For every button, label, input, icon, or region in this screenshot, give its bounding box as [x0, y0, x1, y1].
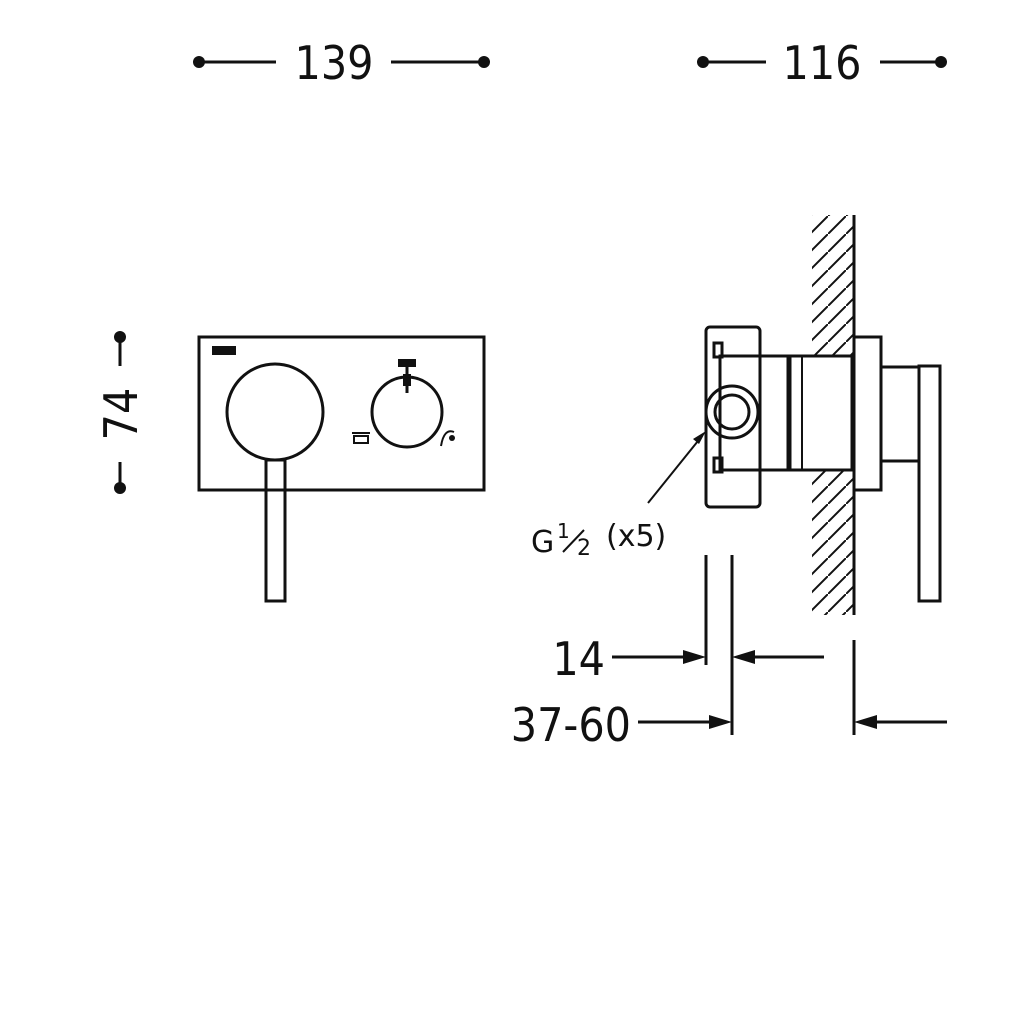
lever-handle — [264, 458, 287, 603]
inlet-connection — [704, 384, 760, 440]
dimension-front-height-label: 74 — [94, 388, 148, 441]
lever-handle-knob — [225, 362, 325, 462]
bath-outlet-icon — [352, 432, 370, 444]
dimension-install-depth: 37-60 — [511, 698, 947, 752]
cover-plate — [197, 335, 486, 492]
cover-plate-side — [852, 335, 883, 492]
front-view — [197, 335, 486, 603]
connection-label: G 1 2 (x5) — [531, 519, 666, 561]
dimension-inner-offset-label: 14 — [552, 632, 605, 686]
brand-logo — [212, 346, 236, 355]
dimension-install-depth-label: 37-60 — [511, 698, 631, 752]
connection-quantity-label: (x5) — [606, 519, 666, 554]
wall-section — [812, 215, 856, 615]
diverter-indicator-icon — [398, 359, 416, 393]
valve-body — [704, 325, 854, 509]
dimension-inner-offset: 14 — [552, 632, 824, 686]
dimension-side-depth: 116 — [697, 36, 947, 90]
side-view: G 1 2 (x5) 14 37-60 — [511, 215, 947, 752]
dimension-front-height: 74 — [94, 331, 148, 494]
connection-fraction-numerator: 1 — [557, 519, 570, 543]
dimension-front-width-label: 139 — [295, 36, 374, 90]
connection-fraction-denominator: 2 — [577, 536, 591, 561]
shower-outlet-icon — [440, 430, 455, 447]
lever-hub-side — [879, 365, 921, 463]
lever-handle-side — [917, 364, 942, 603]
connection-thread-label: G — [531, 525, 554, 560]
dimension-front-width: 139 — [193, 36, 490, 90]
dimension-side-depth-label: 116 — [783, 36, 862, 90]
